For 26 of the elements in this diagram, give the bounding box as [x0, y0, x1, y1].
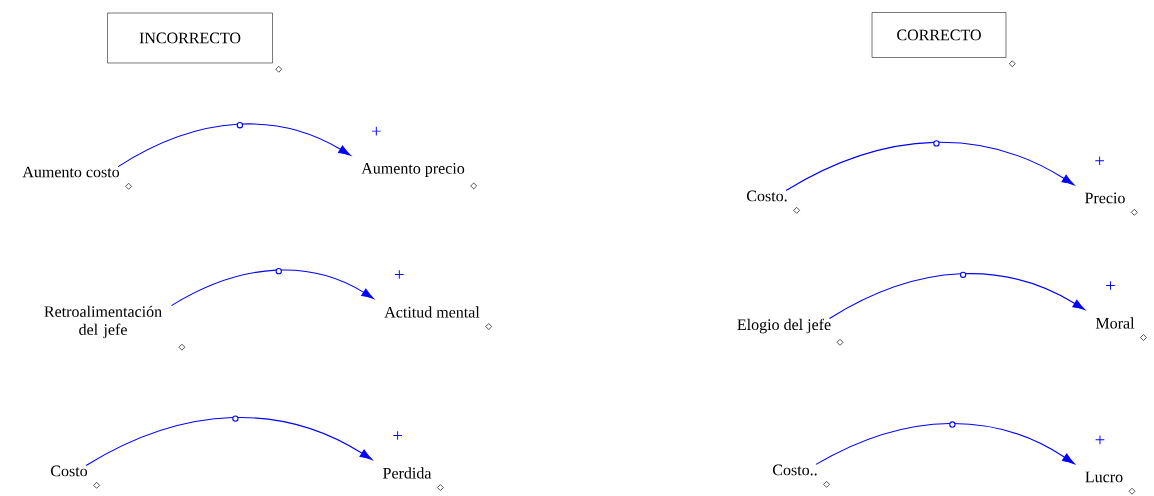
variable-label: Aumento costo: [22, 166, 120, 178]
variable-label: Precio: [1085, 192, 1125, 204]
polarity-sign: +: [371, 126, 381, 136]
curved-arrow: [85, 415, 373, 466]
title-box: CORRECTO: [871, 12, 1007, 58]
variable-label: Aumento precio: [361, 163, 465, 177]
polarity-sign: +: [1106, 281, 1115, 290]
curved-arrow: [117, 122, 351, 168]
curved-arrow: [170, 268, 375, 307]
polarity-sign: +: [1095, 156, 1104, 166]
variable-label: Costo: [51, 465, 88, 477]
curved-arrow: [829, 271, 1086, 320]
variable-label: Costo.: [747, 190, 787, 202]
variable-label: Elogio del jefe: [737, 318, 831, 334]
variable-label: Actitud mental: [384, 306, 480, 318]
polarity-sign: +: [1095, 435, 1105, 445]
curved-arrow: [815, 421, 1075, 465]
polarity-sign: +: [393, 431, 402, 440]
variable-label: Costo..: [773, 464, 817, 476]
variable-label: Lucro: [1085, 471, 1123, 483]
variable-label: Perdida: [383, 467, 432, 479]
curved-arrow: [785, 140, 1075, 191]
polarity-sign: +: [394, 270, 404, 279]
variable-label: Moral: [1095, 317, 1135, 329]
variable-label: Retroalimentación del jefe: [44, 305, 162, 339]
title-box: INCORRECTO: [107, 12, 273, 64]
